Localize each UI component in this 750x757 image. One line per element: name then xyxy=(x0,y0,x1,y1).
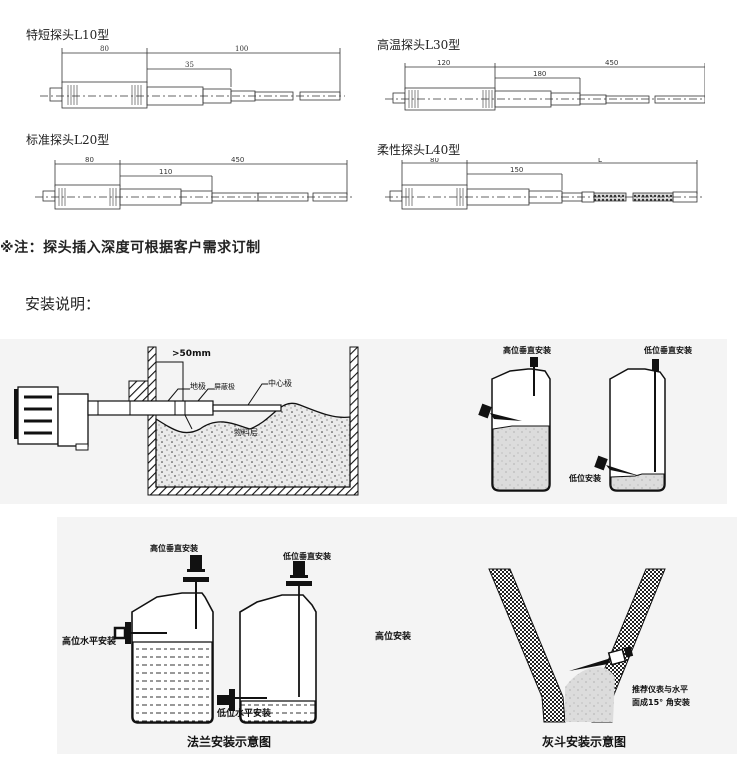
recommend-label-line2: 面成15° 角安装 xyxy=(632,697,690,707)
material-fill xyxy=(155,402,351,488)
probe-title-l30: 高温探头L30型 xyxy=(377,38,461,52)
gap-label: >50mm xyxy=(172,349,211,359)
probe-title-l20: 标准探头L20型 xyxy=(26,133,110,147)
dim-total-label: L xyxy=(598,158,602,164)
probe-title-l40: 柔性探头L40型 xyxy=(377,143,461,157)
flange-low-vertical-label: 低位垂直安装 xyxy=(282,551,331,561)
dim-total-label: 450 xyxy=(231,156,244,164)
flange-caption: 法兰安装示意图 xyxy=(187,734,271,749)
hopper-caption: 灰斗安装示意图 xyxy=(542,734,626,749)
vertical-install-diagram: 高位垂直安装 低位垂直安装 低位安装 xyxy=(478,345,692,492)
ground-electrode-label: 地极 xyxy=(190,381,206,391)
dim-head-label: 120 xyxy=(437,59,450,67)
high-install-label: 高位安装 xyxy=(375,630,412,642)
dim-head-label: 80 xyxy=(85,156,94,164)
tank-high-material xyxy=(492,425,550,491)
customization-note: ※注：探头插入深度可根据客户需求订制 xyxy=(0,240,261,256)
dim-total-label: 100 xyxy=(235,45,248,53)
dim-step-label: 180 xyxy=(533,70,546,78)
probe-drawing-l30: 120 450 180 xyxy=(385,59,705,111)
low-horizontal-label: 低位水平安装 xyxy=(216,707,272,719)
tank-low xyxy=(609,368,666,492)
low-install-label: 低位安装 xyxy=(568,473,601,483)
dim-head-label: 80 xyxy=(100,45,109,53)
low-vertical-label: 低位垂直安装 xyxy=(643,345,692,355)
dim-head-label: 80 xyxy=(430,158,439,164)
dim-total-label: 450 xyxy=(605,59,618,67)
hopper-install-diagram: 推荐仪表与水平 面成15° 角安装 灰斗安装示意图 xyxy=(488,568,690,749)
install-panel-top xyxy=(0,339,727,504)
hopper-left-wall xyxy=(488,568,566,723)
probe-title-l10: 特短探头L10型 xyxy=(26,28,110,42)
material-label: 物料层 xyxy=(234,427,258,437)
dim-step-label: 110 xyxy=(159,168,172,176)
install-heading: 安装说明： xyxy=(25,295,101,313)
dim-step-label: 150 xyxy=(510,166,523,174)
high-vertical-label: 高位垂直安装 xyxy=(503,345,551,355)
high-horizontal-label: 高位水平安装 xyxy=(62,635,117,647)
flange-high-vertical-label: 高位垂直安装 xyxy=(150,543,198,553)
shield-electrode-label: 屏蔽极 xyxy=(214,382,235,391)
dim-step-label: 35 xyxy=(185,61,194,69)
side-install-diagram: >50mm 地极 屏蔽极 中心极 物料层 xyxy=(14,346,359,496)
center-electrode-label: 中心极 xyxy=(268,378,292,388)
flange-install-diagram: 高位垂直安装 低位垂直安装 高位水平安装 高位安装 低位水平安装 法兰安装示意图 xyxy=(62,543,412,749)
recommend-label-line1: 推荐仪表与水平 xyxy=(632,684,688,694)
flange-tank-low xyxy=(239,594,317,724)
probe-drawing-l20: 80 450 110 xyxy=(35,156,353,210)
probe-drawing-l10: 80 100 35 xyxy=(40,45,345,109)
probe-drawing-l40: 80 L 150 xyxy=(385,158,703,210)
